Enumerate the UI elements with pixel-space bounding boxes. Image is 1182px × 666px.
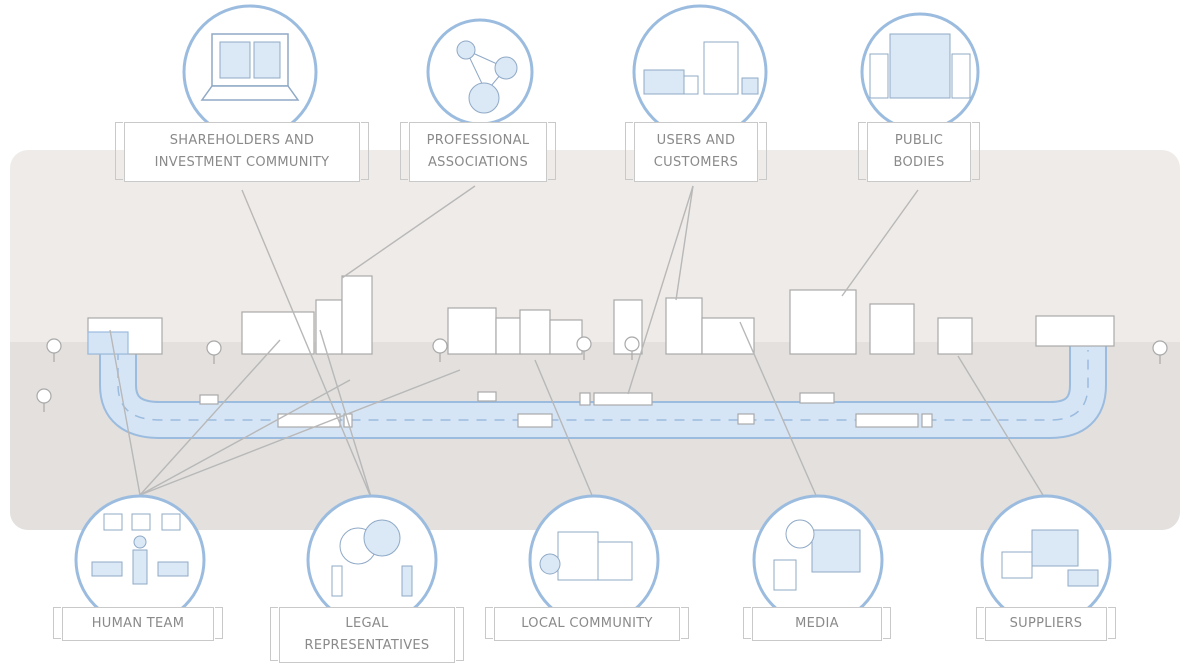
stakeholder-label-human: HUMAN TEAM <box>53 606 223 641</box>
stakeholder-label-line: CUSTOMERS <box>653 155 739 170</box>
delivery-truck-icon <box>980 494 1112 626</box>
stakeholder-label-line: REPRESENTATIVES <box>304 638 430 653</box>
stakeholder-label-suppliers: SUPPLIERS <box>976 606 1116 641</box>
background-band <box>10 150 1180 530</box>
town-houses-icon <box>528 494 660 626</box>
truck-building-icon <box>632 4 768 140</box>
stakeholder-label-line: HUMAN TEAM <box>91 616 185 631</box>
stakeholder-label-line: PUBLIC <box>894 133 944 148</box>
stakeholder-circle <box>306 494 438 626</box>
connector-lines <box>109 185 1047 501</box>
laptop-video-call-icon <box>182 4 318 140</box>
stakeholder-label-line: LOCAL COMMUNITY <box>521 616 653 631</box>
stakeholder-label-local: LOCAL COMMUNITY <box>485 606 689 641</box>
stakeholder-label-line: SHAREHOLDERS AND <box>169 133 315 148</box>
stakeholder-label-line: SUPPLIERS <box>1009 616 1083 631</box>
stakeholder-label-line: MEDIA <box>795 616 839 631</box>
stakeholder-label-public: PUBLIC BODIES <box>858 121 980 182</box>
government-building-icon <box>860 12 980 132</box>
stakeholder-label-line: BODIES <box>893 155 945 170</box>
road-vehicles <box>199 391 933 428</box>
stakeholder-label-line: USERS AND <box>656 133 736 148</box>
stakeholder-label-line: INVESTMENT COMMUNITY <box>154 155 330 170</box>
stakeholder-label-users: USERS AND CUSTOMERS <box>625 121 767 182</box>
speech-bubbles-icon <box>306 494 438 626</box>
stakeholder-label-line: ASSOCIATIONS <box>427 155 528 170</box>
network-people-icon <box>426 18 534 126</box>
stakeholder-label-shareholders: SHAREHOLDERS AND INVESTMENT COMMUNITY <box>115 121 369 182</box>
monitor-magnifier-icon <box>752 494 884 626</box>
stakeholder-label-legal: LEGAL REPRESENTATIVES <box>270 606 464 663</box>
stakeholder-label-line: PROFESSIONAL <box>426 133 530 148</box>
stakeholder-label-media: MEDIA <box>743 606 891 641</box>
trees <box>36 336 1168 412</box>
office-workers-icon <box>74 494 206 626</box>
stakeholder-label-professional: PROFESSIONAL ASSOCIATIONS <box>400 121 556 182</box>
road <box>99 326 1107 439</box>
stakeholder-label-line: LEGAL <box>345 616 389 631</box>
